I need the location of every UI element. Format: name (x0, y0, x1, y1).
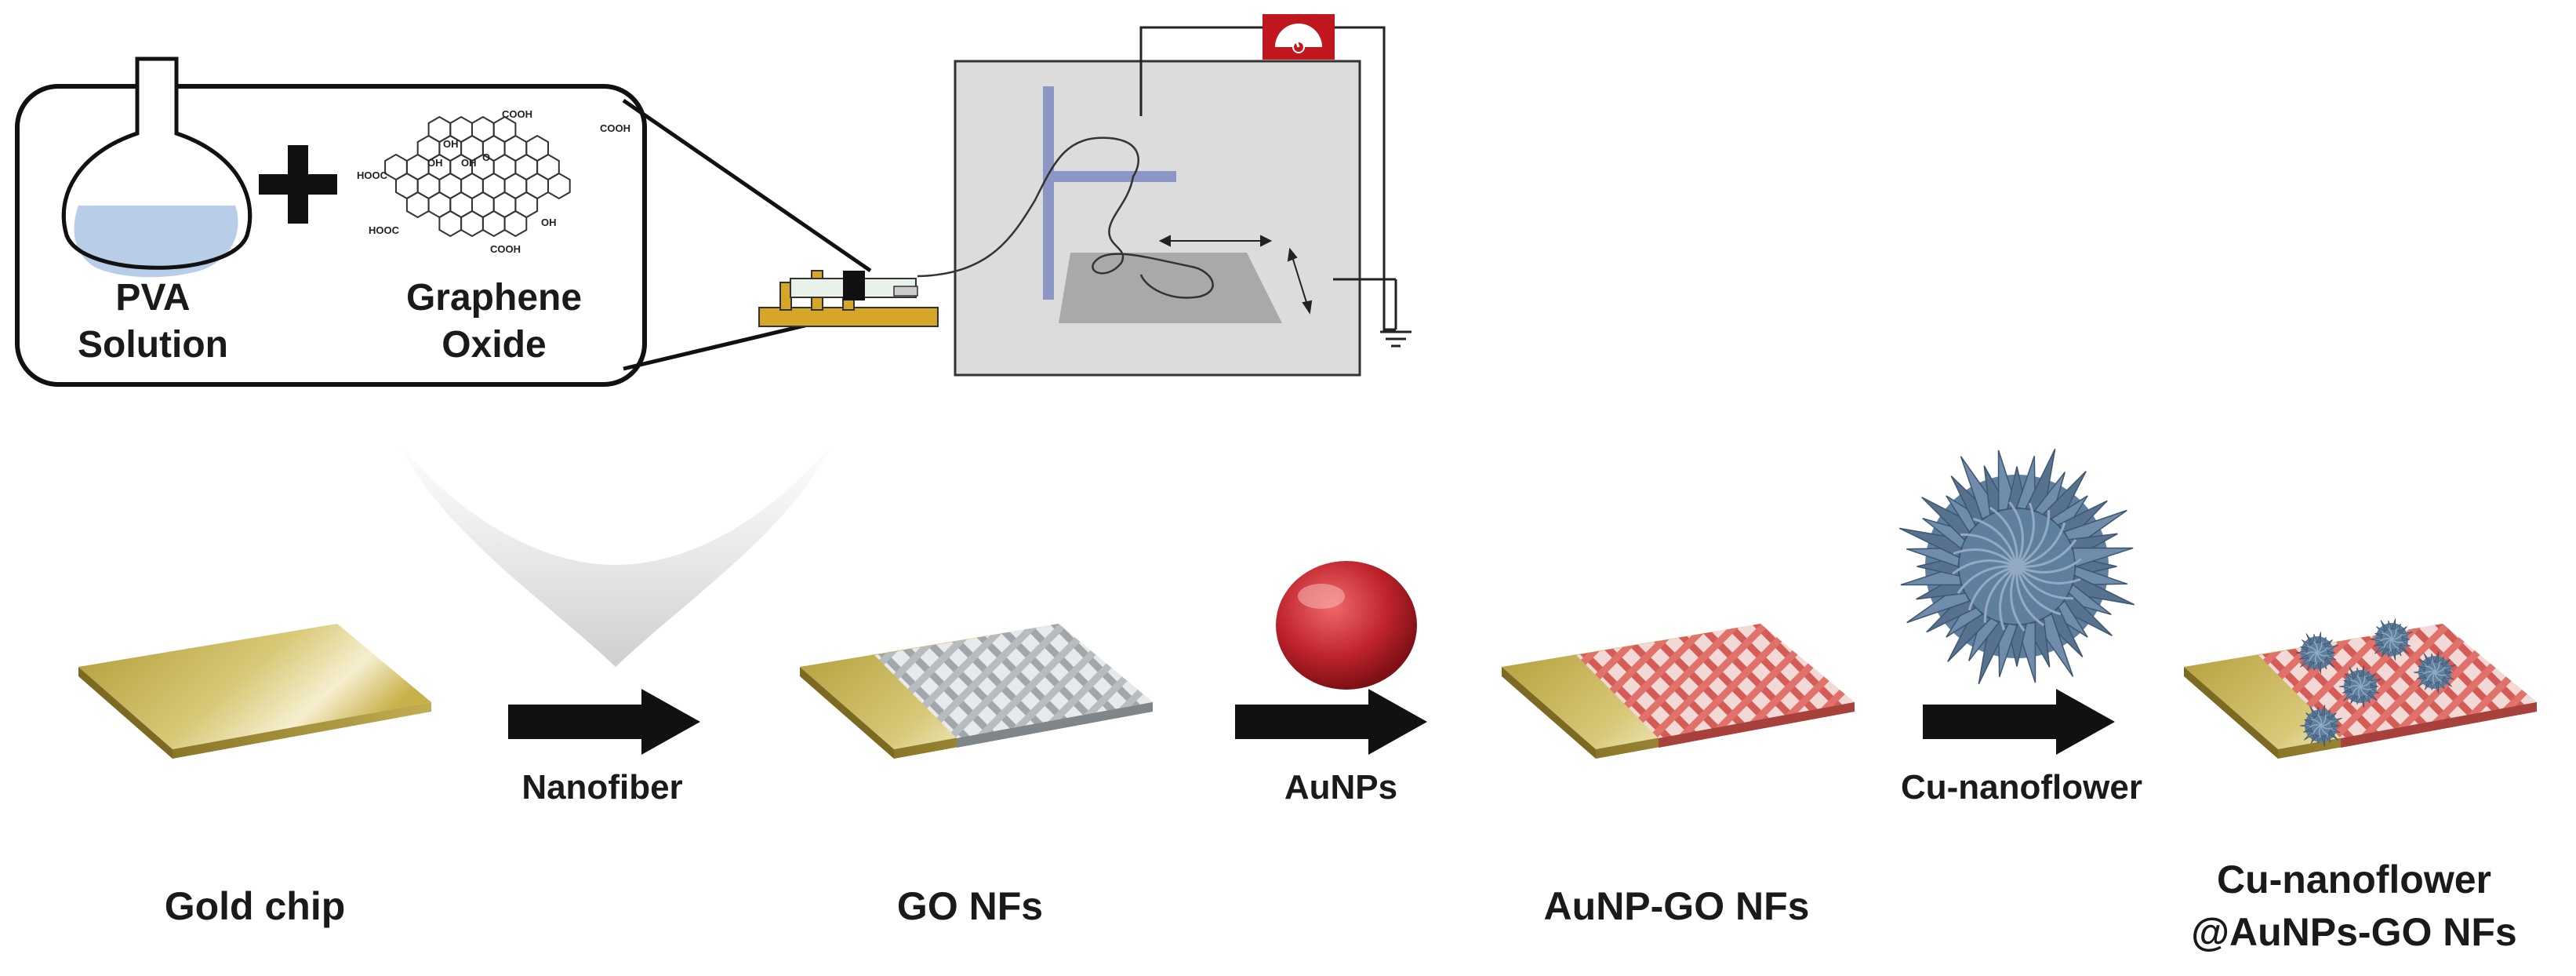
hexagon-ring (547, 172, 571, 200)
chem-label-oh-1: OH (443, 138, 459, 150)
chem-label-o-1: O (482, 151, 490, 163)
stand-pole (1043, 86, 1054, 300)
stand-arm (1051, 171, 1176, 182)
voltmeter-icon (1263, 14, 1335, 60)
chem-label-hooc-2: HOOC (369, 224, 400, 236)
chem-label-cooh-3: COOH (490, 243, 521, 255)
aunp-go-nf-chip (1502, 624, 1855, 759)
cu-nanoflower-big (1898, 448, 2135, 685)
zoom-line-top (622, 98, 872, 273)
chem-label-cooh-1: COOH (502, 108, 532, 120)
arrow2-label: AuNPs (1284, 768, 1397, 807)
gold-chip (78, 624, 431, 759)
arrow-nanofiber (508, 689, 700, 755)
motion-arrows (1158, 235, 1313, 315)
small-nanoflower-5 (2299, 705, 2342, 747)
ground-icon (1380, 330, 1412, 348)
label-product4-line2: @AuNPs-GO NFs (2191, 910, 2516, 954)
inset-panel: COOH COOH HOOC HOOC COOH OH OH OH OH O P… (15, 56, 647, 387)
small-nanoflower-2 (2370, 618, 2413, 661)
arrow-cu-nanoflower (1923, 689, 2115, 755)
funnel-arrow (396, 439, 835, 667)
small-nanoflower-3 (2338, 665, 2382, 708)
cu-nanoflower-aunp-go-chip (2184, 618, 2537, 759)
chem-label-hooc-1: HOOC (357, 169, 388, 181)
chem-label-oh-2: OH (427, 157, 443, 169)
label-go-nfs: GO NFs (897, 884, 1043, 928)
flask-icon (61, 56, 253, 278)
chem-label-oh-3: OH (461, 157, 477, 169)
electrospinning-setup (758, 14, 1412, 377)
go-nf-chip (800, 624, 1153, 759)
label-product4-line1: Cu-nanoflower (2217, 858, 2491, 901)
small-nanoflower-4 (2413, 651, 2456, 694)
pva-label-line2: Solution (78, 324, 228, 366)
hexagon-ring (503, 209, 528, 238)
pva-label-line1: PVA (115, 277, 190, 319)
plus-icon (259, 145, 337, 224)
graphene-oxide-structure-icon (384, 115, 571, 238)
small-nanoflowers (2295, 618, 2456, 747)
label-aunp-go-nfs: AuNP-GO NFs (1544, 884, 1810, 928)
chem-label-cooh-2: COOH (600, 122, 630, 134)
syringe-pump-icon (758, 270, 939, 327)
label-gold-chip: Gold chip (165, 884, 346, 928)
aunp-sphere-icon (1276, 561, 1417, 690)
arrow1-label: Nanofiber (521, 768, 682, 807)
graphene-label-line2: Oxide (441, 324, 546, 366)
graphene-label-line1: Graphene (406, 277, 582, 319)
cu-nanoflower-icon (1898, 448, 2135, 685)
arrow-aunps (1235, 689, 1427, 755)
small-nanoflower-1 (2295, 632, 2338, 674)
collector-plate (1059, 253, 1282, 323)
chamber (954, 60, 1361, 377)
chem-label-oh-4: OH (541, 217, 557, 228)
arrow3-label: Cu-nanoflower (1901, 768, 2142, 807)
